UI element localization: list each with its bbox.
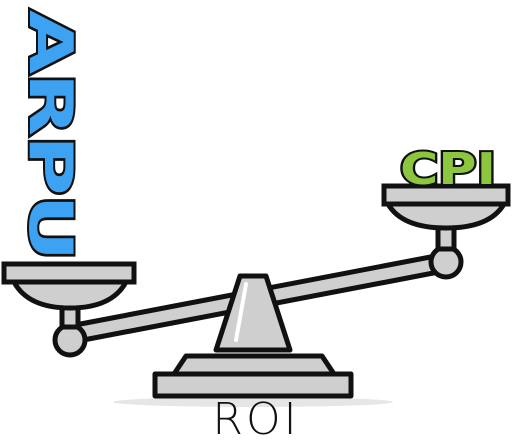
cpi-label: CPI xyxy=(400,144,496,195)
roi-caption: ROI xyxy=(212,394,300,445)
right-pan xyxy=(381,183,511,280)
left-pan xyxy=(1,261,137,358)
base-top xyxy=(171,353,337,377)
left-pan-bowl xyxy=(11,279,129,311)
arpu-label: ARPU xyxy=(15,10,85,260)
right-pan-rim xyxy=(381,183,511,207)
right-pan-bowl xyxy=(385,201,507,231)
base-plinth xyxy=(152,371,354,399)
fulcrum-highlight xyxy=(234,282,248,342)
ground-shadow xyxy=(113,397,393,407)
left-pan-rim xyxy=(1,261,137,285)
fulcrum xyxy=(213,273,293,353)
